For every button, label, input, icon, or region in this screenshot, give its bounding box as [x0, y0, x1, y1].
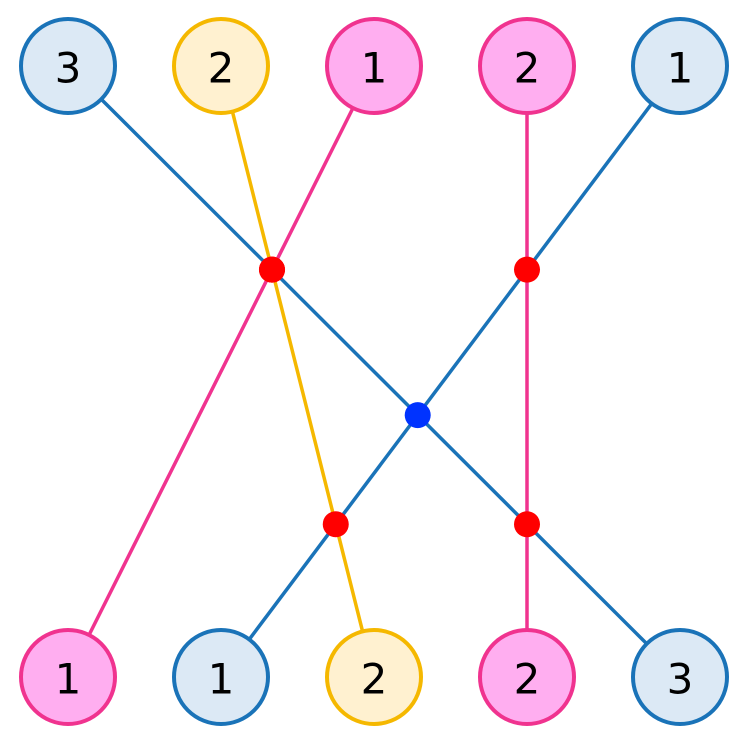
bottom-node-1[interactable]: 1	[172, 628, 270, 726]
bottom-node-label: 2	[361, 655, 388, 704]
crossing-point-3	[514, 256, 540, 283]
bottom-node-circle	[631, 628, 729, 726]
bottom-node-label: 1	[208, 655, 235, 704]
top-node-label: 3	[55, 44, 82, 93]
bottom-node-circle	[325, 628, 423, 726]
connection-lines	[87, 97, 654, 646]
top-node-label: 1	[667, 44, 694, 93]
bottom-node-4[interactable]: 3	[631, 628, 729, 726]
bottom-node-circle	[19, 628, 117, 726]
top-node-circle	[172, 17, 270, 115]
top-node-label: 1	[361, 44, 388, 93]
bottom-node-label: 1	[55, 655, 82, 704]
bottom-node-2[interactable]: 2	[325, 628, 423, 726]
connection-line-0	[100, 97, 648, 646]
bottom-node-0[interactable]: 1	[19, 628, 117, 726]
connection-line-4	[247, 102, 654, 641]
top-node-3[interactable]: 2	[478, 17, 576, 115]
crossing-point-5	[322, 511, 349, 538]
top-node-0[interactable]: 3	[19, 17, 117, 115]
top-node-circle	[478, 17, 576, 115]
connection-line-2	[87, 107, 355, 636]
bottom-node-label: 3	[667, 655, 694, 704]
top-node-1[interactable]: 2	[172, 17, 270, 115]
nodes: 3 2 1 2 1 1 1 2 2 3	[19, 17, 729, 726]
top-node-label: 2	[514, 44, 541, 93]
top-node-circle	[19, 17, 117, 115]
bottom-node-circle	[172, 628, 270, 726]
top-node-2[interactable]: 1	[325, 17, 423, 115]
crossing-point-4	[404, 402, 431, 429]
connection-line-1	[230, 111, 365, 632]
top-node-label: 2	[208, 44, 235, 93]
crossing-points	[259, 256, 540, 538]
top-node-circle	[631, 17, 729, 115]
top-node-4[interactable]: 1	[631, 17, 729, 115]
crossing-point-6	[514, 511, 540, 538]
bottom-node-label: 2	[514, 655, 541, 704]
bottom-node-3[interactable]: 2	[478, 628, 576, 726]
bottom-node-circle	[478, 628, 576, 726]
crossing-point-2	[259, 256, 285, 283]
top-node-circle	[325, 17, 423, 115]
